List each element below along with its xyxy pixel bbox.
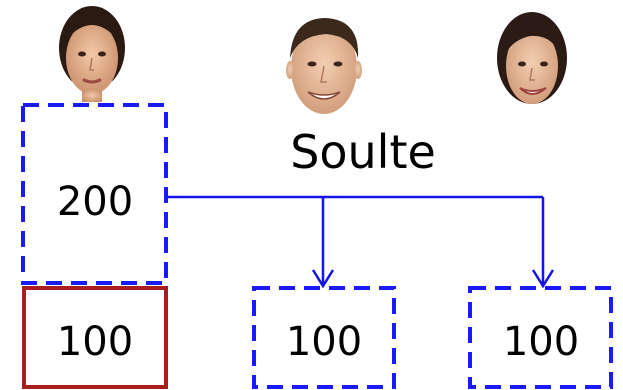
left-top-dashed-box [21, 103, 168, 285]
left-bottom-box-value: 100 [57, 319, 133, 365]
woman-left-face-icon [59, 6, 125, 102]
left-bottom-solid-box [22, 286, 168, 389]
arrowhead-center-icon [311, 269, 335, 289]
left-top-box-value: 200 [57, 179, 133, 225]
center-dashed-box [252, 286, 396, 389]
transfer-connector [166, 195, 545, 286]
diagram-title: Soulte [290, 125, 436, 179]
man-center-face-icon [286, 18, 362, 114]
woman-right-face-icon [497, 12, 567, 104]
arrowhead-right-icon [531, 269, 555, 289]
right-dashed-box [468, 286, 613, 389]
right-box-value: 100 [503, 319, 579, 365]
center-box-value: 100 [286, 319, 362, 365]
